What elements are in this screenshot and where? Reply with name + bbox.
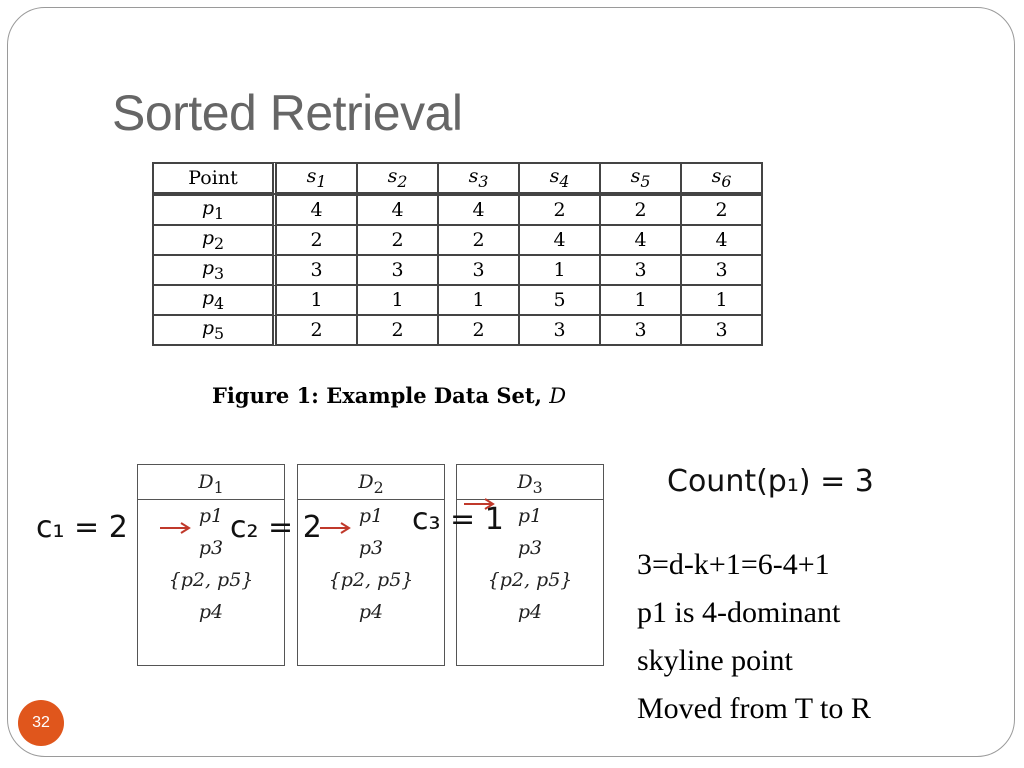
table-cell-value: 1 [439,286,520,316]
header-s6: s6 [682,162,763,194]
header-point: Point [152,162,277,194]
table-cell-value: 1 [601,286,682,316]
table-cell-value: 3 [439,256,520,286]
table-cell-value: 2 [439,226,520,256]
table-cell-value: 4 [277,194,358,226]
sorted-list-d3: D3 p1 p3 {p2, p5} p4 [456,464,604,666]
sorted-list-d2: D2 p1 p3 {p2, p5} p4 [297,464,445,666]
table-cell-value: 4 [439,194,520,226]
list-header-d3: D3 [457,465,603,500]
table-cell-value: 4 [520,226,601,256]
list-item: {p2, p5} [328,569,414,591]
slide-title: Sorted Retrieval [112,85,463,141]
list-item: p4 [358,601,384,623]
counter-c2: c₂ = 2 [230,510,322,545]
note-line: 3=d-k+1=6-4+1 [637,548,830,581]
pointer-arrow-icon [160,522,191,534]
table-cell-value: 1 [358,286,439,316]
table-cell-value: 2 [520,194,601,226]
caption-text: Figure 1: Example Data Set, [212,383,550,408]
table-cell-value: 4 [358,194,439,226]
table-cell-value: 3 [358,256,439,286]
header-s5: s5 [601,162,682,194]
table-cell-value: 2 [277,226,358,256]
table-cell-value: 2 [439,316,520,346]
figure-caption: Figure 1: Example Data Set, D [212,383,566,408]
list-item: p1 [358,505,384,527]
table-cell-value: 1 [682,286,763,316]
header-s1: s1 [277,162,358,194]
table-cell-point: p3 [152,256,277,286]
note-line: skyline point [637,644,793,677]
table-cell-value: 3 [682,316,763,346]
table-cell-value: 2 [358,316,439,346]
list-item: {p2, p5} [168,569,254,591]
sorted-list-d1: D1 p1 p3 {p2, p5} p4 [137,464,285,666]
header-s4: s4 [520,162,601,194]
table-cell-value: 4 [601,226,682,256]
table-cell-point: p1 [152,194,277,226]
list-header-d1: D1 [138,465,284,500]
caption-symbol: D [549,384,567,408]
list-item: p1 [198,505,224,527]
table-cell-value: 2 [358,226,439,256]
list-item: p1 [517,505,543,527]
table-cell-value: 2 [601,194,682,226]
list-item: p3 [198,537,224,559]
table-cell-point: p2 [152,226,277,256]
slide-frame [7,7,1015,757]
table-cell-value: 4 [682,226,763,256]
table-cell-value: 3 [601,316,682,346]
page-number-badge: 32 [18,700,64,746]
list-header-d2: D2 [298,465,444,500]
table-cell-value: 3 [277,256,358,286]
list-item: {p2, p5} [487,569,573,591]
list-item: p4 [198,601,224,623]
pointer-arrow-icon [464,498,495,510]
note-line: Moved from T to R [637,692,871,725]
header-s3: s3 [439,162,520,194]
table-cell-value: 3 [601,256,682,286]
table-cell-value: 2 [277,316,358,346]
note-line: p1 is 4-dominant [637,596,841,629]
table-cell-point: p4 [152,286,277,316]
list-item: p3 [358,537,384,559]
table-cell-value: 1 [520,256,601,286]
count-formula: Count(p₁) = 3 [667,464,874,499]
list-item: p4 [517,601,543,623]
table-cell-value: 5 [520,286,601,316]
table-header-row: Point s1 s2 s3 s4 s5 s6 [152,162,763,194]
pointer-arrow-icon [320,522,351,534]
table-cell-value: 1 [277,286,358,316]
counter-c1: c₁ = 2 [36,510,128,545]
table-cell-value: 3 [520,316,601,346]
table-cell-value: 2 [682,194,763,226]
table-cell-value: 3 [682,256,763,286]
header-s2: s2 [358,162,439,194]
list-item: p3 [517,537,543,559]
table-cell-point: p5 [152,316,277,346]
